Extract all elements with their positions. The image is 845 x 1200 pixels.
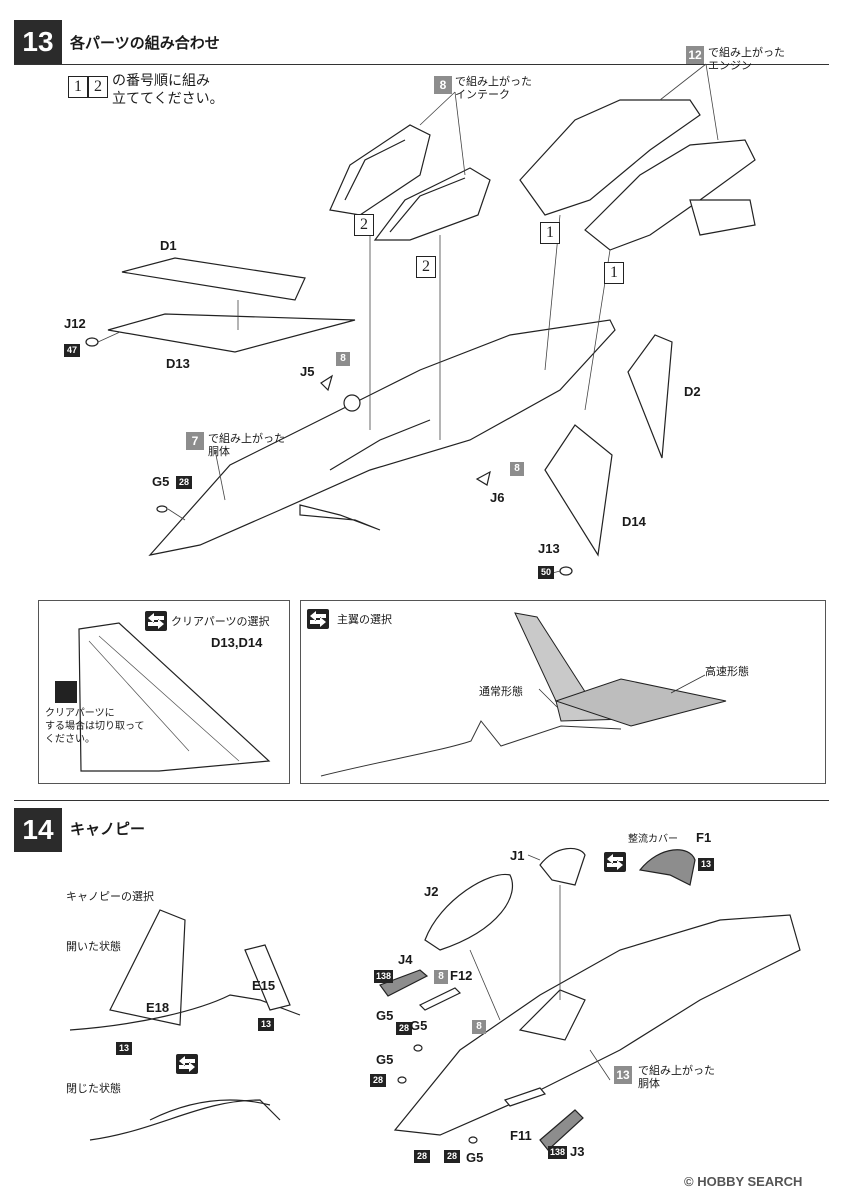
glue-badge-28: 28 [176,476,192,489]
glue-badge-138a: 138 [374,970,394,983]
order-badge-1: 1 [68,76,88,98]
clear-parts-panel: クリアパーツの選択 D13,D14 クリアパーツに する場合は切り取って くださ… [38,600,290,784]
clear-note-line-1: クリアパーツに [45,708,115,719]
body14-label-line-1: で組み上がった [638,1064,715,1077]
step-14-drawing [69,847,801,1151]
intake-step-badge: 8 [434,76,452,94]
glue-badge-47: 47 [64,344,80,357]
intake-label-line-2: インテーク [455,88,510,101]
cut-icon [55,681,77,703]
j5-step-badge: 8 [336,352,350,366]
order-mark-1a: 1 [540,222,560,244]
step-13-title: 各パーツの組み合わせ [70,34,220,52]
part-d13: D13 [166,356,190,371]
instruction-text-line-2: 立ててください。 [112,91,224,107]
engine-step-badge: 12 [686,46,704,64]
body-step-badge: 7 [186,432,204,450]
glue-badge-138b: 138 [548,1146,568,1159]
part-f12: F12 [450,968,473,983]
order-mark-2b: 2 [416,256,436,278]
body-label-line-1: で組み上がった [208,432,285,445]
part-j6: J6 [490,490,505,505]
watermark: © HOBBY SEARCH [684,1174,803,1189]
closed-state-label: 閉じた状態 [66,1082,121,1095]
part-e15: E15 [252,978,276,993]
select-arrows-icon [145,611,167,631]
instruction-text-line-1: の番号順に組み [112,73,210,89]
wing-modes-drawing [320,612,727,777]
part-j2: J2 [424,884,439,899]
clear-note-line-3: ください。 [45,734,95,745]
part-g5-d: G5 [466,1150,484,1165]
glue-badge-13b: 13 [258,1018,274,1031]
step-badge-8: 8 [472,1020,486,1034]
part-j12: J12 [64,316,86,331]
order-mark-2a: 2 [354,214,374,236]
part-j3: J3 [570,1144,585,1159]
glue-badge-13c: 13 [698,858,714,871]
part-g5-c: G5 [376,1052,394,1067]
part-j5: J5 [300,364,315,379]
part-j4: J4 [398,952,413,967]
open-state-label: 開いた状態 [66,940,121,953]
part-e18: E18 [146,1000,170,1015]
part-d1: D1 [160,238,177,253]
clear-panel-parts: D13,D14 [211,635,263,650]
part-g5: G5 [152,474,170,489]
engine-label-line-2: エンジン [708,59,752,72]
normal-mode-label: 通常形態 [479,685,523,698]
clear-note-line-2: する場合は切り取って [45,721,145,732]
select-arrows-icon [604,852,626,872]
body-label-line-2: 胴体 [208,445,230,458]
glue-badge-28b: 28 [370,1074,386,1087]
order-mark-1b: 1 [604,262,624,284]
j6-step-badge: 8 [510,462,524,476]
part-g5-b: G5 [410,1018,428,1033]
step-14-number: 14 [14,808,62,852]
body14-label-line-2: 胴体 [638,1077,660,1090]
clear-panel-title: クリアパーツの選択 [171,615,270,628]
part-g5-a: G5 [376,1008,394,1023]
select-arrows-icon [307,609,329,629]
divider [14,64,829,65]
wing-panel-title: 主翼の選択 [337,613,392,626]
part-f11: F11 [510,1128,532,1143]
canopy-select-title: キャノピーの選択 [66,890,154,903]
part-d2: D2 [684,384,701,399]
body-step-badge-14: 13 [614,1066,632,1084]
fairing-cover-label: 整流カバー [628,834,678,845]
glue-badge-28a: 28 [396,1022,412,1035]
step-13-assembly-drawing [85,63,756,576]
high-speed-mode-label: 高速形態 [705,665,749,678]
engine-label-line-1: で組み上がった [708,46,785,59]
select-arrows-icon [176,1054,198,1074]
part-d14: D14 [622,514,646,529]
clear-wing-drawing [78,622,271,772]
part-f1: F1 [696,830,712,845]
divider [14,800,829,801]
part-j13: J13 [538,541,560,556]
step-14-title: キャノピー [70,820,146,838]
order-badge-2: 2 [88,76,108,98]
glue-badge-13a: 13 [116,1042,132,1055]
intake-label-line-1: で組み上がった [455,75,532,88]
glue-badge-28c: 28 [414,1150,430,1163]
part-j1: J1 [510,848,525,863]
f12-step-badge: 8 [434,970,448,984]
glue-badge-28d: 28 [444,1150,460,1163]
glue-badge-50: 50 [538,566,554,579]
wing-select-panel: 主翼の選択 通常形態 高速形態 [300,600,826,784]
step-13-number: 13 [14,20,62,64]
